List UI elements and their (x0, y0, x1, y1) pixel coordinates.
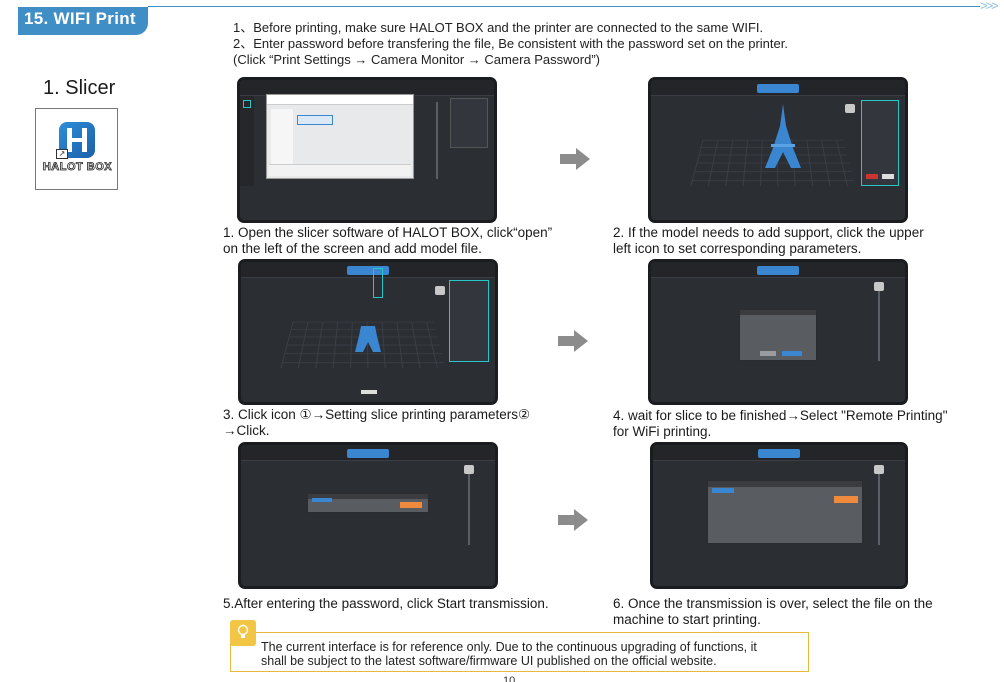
step-2-caption: 2. If the model needs to add support, cl… (613, 225, 924, 257)
step-4-line-1: 4. wait for slice to be finished→Select … (613, 408, 948, 423)
intro-instructions: 1、Before printing, make sure HALOT BOX a… (233, 20, 788, 68)
note-line-2: shall be subject to the latest software/… (261, 654, 717, 668)
step-2-line-1: 2. If the model needs to add support, cl… (613, 225, 924, 240)
right-arrow-icon (558, 509, 588, 531)
step-6-caption: 6. Once the transmission is over, select… (613, 596, 933, 628)
halot-box-logo: ↗ HALOT BOX (35, 108, 118, 190)
page-number: 10 (503, 675, 516, 682)
open-file-dialog (266, 94, 414, 179)
step-5-caption: 5.After entering the password, click Sta… (223, 596, 549, 612)
right-arrow-icon (560, 148, 590, 170)
step-2-line-2: left icon to set corresponding parameter… (613, 241, 862, 256)
support-settings-panel (861, 100, 899, 186)
step-4-line-2: for WiFi printing. (613, 424, 712, 439)
step-3-caption: 3. Click icon ①→Setting slice printing p… (223, 407, 530, 439)
logo-label: HALOT BOX (42, 161, 113, 174)
step-6-line-2: machine to start printing. (613, 612, 761, 627)
step-4-caption: 4. wait for slice to be finished→Select … (613, 408, 948, 440)
step-1-caption: 1. Open the slicer software of HALOT BOX… (223, 225, 552, 257)
screenshot-step-4 (648, 259, 908, 405)
slice-parameters-panel (449, 280, 489, 362)
chevrons-icon: >>> (980, 0, 999, 13)
transfer-complete-dialog (707, 480, 863, 544)
model-preview (353, 324, 383, 354)
screenshot-step-1 (237, 77, 497, 223)
intro-line-2: 2、Enter password before transfering the … (233, 36, 788, 51)
header-rule (148, 6, 980, 7)
step-1-line-1: 1. Open the slicer software of HALOT BOX… (223, 225, 553, 240)
lightbulb-icon (230, 620, 256, 646)
step-6-line-1: 6. Once the transmission is over, select… (613, 596, 933, 611)
slicer-heading: 1. Slicer (43, 77, 116, 99)
shortcut-arrow-icon: ↗ (56, 149, 68, 159)
right-arrow-icon (558, 330, 588, 352)
screenshot-step-5 (238, 442, 498, 589)
step-1-line-2: on the left of the screen and add model … (223, 241, 482, 256)
screenshot-step-2 (648, 77, 908, 223)
note-line-1: The current interface is for reference o… (261, 640, 757, 654)
eiffel-model (763, 104, 803, 168)
section-title: 15. WIFI Print (24, 9, 136, 28)
step-3-line-1: 3. Click icon ①→Setting slice printing p… (223, 407, 531, 422)
intro-line-1: 1、Before printing, make sure HALOT BOX a… (233, 20, 764, 35)
screenshot-step-3 (238, 259, 498, 405)
section-header-bar (18, 7, 148, 35)
reference-note-text: The current interface is for reference o… (261, 640, 757, 668)
reference-note-box (230, 632, 809, 672)
remote-print-dialog (307, 493, 429, 513)
step-5-line-1: 5.After entering the password, click Sta… (223, 596, 549, 611)
step-3-line-2: →Click. (223, 423, 270, 438)
intro-line-3: (Click “Print Settings → Camera Monitor … (233, 52, 600, 67)
screenshot-step-6 (650, 442, 908, 589)
slice-result-dialog (739, 309, 817, 361)
